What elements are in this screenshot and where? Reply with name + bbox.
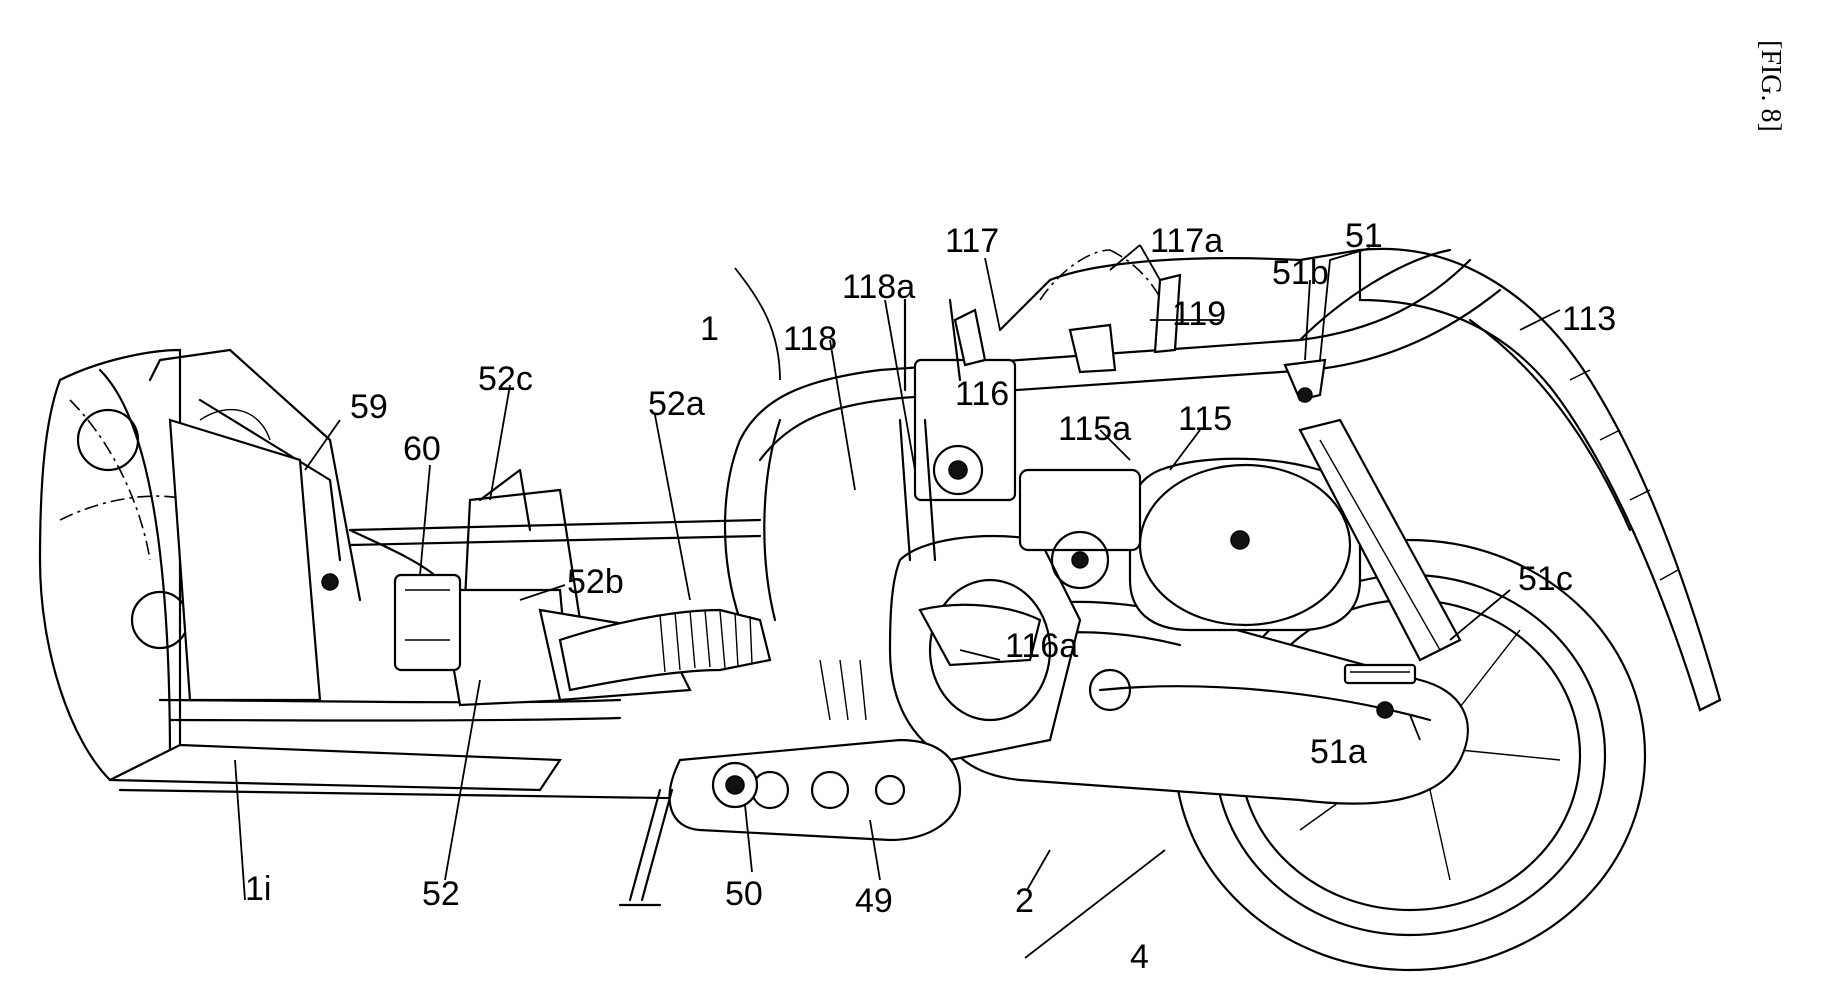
label-51a: 51a (1310, 733, 1367, 771)
side-stand (620, 790, 672, 905)
label-60: 60 (403, 430, 441, 468)
label-51c: 51c (1518, 560, 1573, 598)
component-60 (395, 575, 460, 670)
label-50: 50 (725, 875, 763, 913)
label-49: 49 (855, 882, 893, 920)
label-52a: 52a (648, 385, 705, 423)
label-118a: 118a (842, 268, 915, 306)
label-118: 118 (783, 320, 837, 358)
label-115: 115 (1178, 400, 1232, 438)
label-59: 59 (350, 388, 388, 426)
label-1i: 1i (245, 870, 271, 908)
label-4: 4 (1130, 938, 1149, 976)
air-cleaner-housing (1130, 459, 1360, 630)
label-2: 2 (1015, 882, 1034, 920)
label-119: 119 (1172, 295, 1226, 333)
label-52: 52 (422, 875, 460, 913)
label-117a: 117a (1150, 222, 1223, 260)
front-leg-shield (40, 350, 190, 780)
label-1: 1 (700, 310, 719, 348)
label-115a: 115a (1058, 410, 1131, 448)
label-52c: 52c (478, 360, 533, 398)
pivot-50 (713, 763, 757, 807)
stand-spring (820, 660, 866, 720)
label-51: 51 (1345, 217, 1383, 255)
label-117: 117 (945, 222, 999, 260)
label-113: 113 (1562, 300, 1616, 338)
storage-box (170, 410, 338, 700)
label-51b: 51b (1272, 254, 1329, 292)
label-52b: 52b (567, 563, 624, 601)
label-116a: 116a (1005, 627, 1078, 665)
label-116: 116 (955, 375, 1009, 413)
